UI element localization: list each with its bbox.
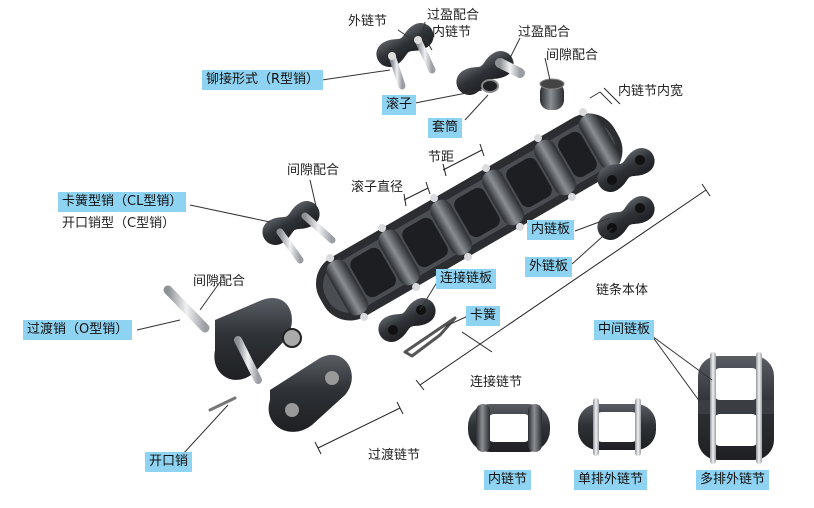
connecting-plate: [373, 293, 441, 347]
connecting-plate-label: 连接链板: [436, 269, 497, 289]
inner-plate-label: 内链板: [527, 220, 575, 240]
interference-fit-label-1: 过盈配合: [427, 8, 480, 23]
riveted-type-label: 铆接形式（R型销）: [202, 70, 324, 90]
cotter-type-label: 开口销型（C型销）: [62, 216, 176, 231]
inner-link-sample: [468, 404, 550, 452]
cotter-pin-label: 开口销: [145, 452, 193, 472]
outer-link-top: [371, 18, 439, 90]
chain-body: [315, 108, 623, 321]
multi-outer-link-label: 多排外链节: [696, 470, 770, 490]
chain-body-label: 链条本体: [596, 283, 649, 298]
interference-fit-label-2: 过盈配合: [518, 25, 571, 40]
pitch-label: 节距: [428, 150, 455, 165]
spring-clip-label: 卡簧: [466, 306, 501, 326]
roller-diameter-label: 滚子直径: [351, 180, 404, 195]
multi-outer-link-sample: [698, 352, 774, 464]
inner-link-top-label: 内链节: [432, 25, 472, 40]
offset-pin-label: 过渡销（O型销）: [23, 320, 133, 340]
spring-clip-part: [403, 316, 457, 358]
inner-width-label: 内链节内宽: [618, 84, 684, 99]
middle-plate-label: 中间链板: [594, 320, 655, 340]
connecting-link-label: 连接链节: [470, 375, 523, 390]
offset-link-plate: [268, 354, 352, 432]
clearance-fit-mid-label: 间隙配合: [287, 163, 340, 178]
single-outer-link-label: 单排外链节: [574, 470, 648, 490]
spring-clip-type-label: 卡簧型销（CL型销）: [58, 192, 187, 212]
cotter-pin-part: [208, 396, 237, 412]
leader-lines: [136, 21, 713, 455]
plate-pair-right: [592, 143, 660, 245]
offset-pin: [163, 285, 210, 333]
bushing-label: 套筒: [428, 118, 463, 138]
roller-label: 滚子: [382, 95, 417, 115]
single-outer-link-sample: [578, 398, 656, 456]
clearance-fit-top-label: 间隙配合: [546, 48, 599, 63]
clearance-fit-low-label: 间隙配合: [193, 274, 246, 289]
inner-link-top: [451, 46, 525, 100]
dimension-lines: [314, 87, 711, 455]
outer-link-label: 外链节: [348, 14, 388, 29]
offset-link: [214, 298, 302, 384]
spring-clip-pin-link: [257, 196, 336, 264]
roller-part: [539, 78, 565, 110]
outer-plate-label: 外链板: [525, 257, 573, 277]
offset-link-label: 过渡链节: [368, 448, 421, 463]
inner-link-bottom-label: 内链节: [484, 470, 532, 490]
